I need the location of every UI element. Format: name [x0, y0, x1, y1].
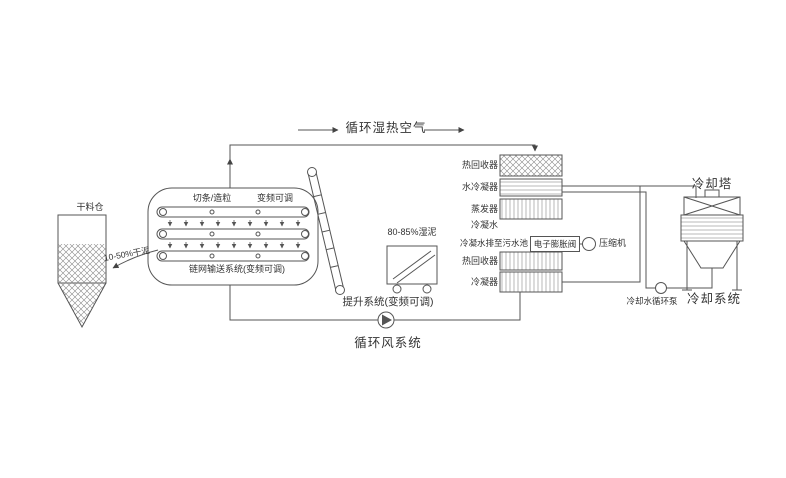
dry-mud-arrow: [112, 249, 159, 269]
lift-conveyor: [307, 167, 345, 295]
heat-pump-stack: [499, 154, 596, 293]
tower-louvers: [680, 214, 744, 242]
conveyor-belt-1: [156, 206, 310, 218]
air-duct-bottom: [229, 285, 521, 329]
condenser-label: 冷凝器: [470, 277, 498, 287]
water-condenser-label: 水冷凝器: [461, 182, 498, 192]
compressor-icon: [582, 237, 596, 251]
silo-label: 干料仓: [76, 202, 104, 212]
dryer-vfd-label: 变频可调: [256, 193, 293, 203]
top-flow-label: 循环湿热空气: [345, 121, 427, 135]
water-condenser-block: [499, 178, 563, 197]
cart-wheel: [422, 284, 432, 294]
pump-icon: [655, 282, 667, 294]
cooling-system-label: 冷却系统: [686, 292, 741, 306]
conveyor-belt-2: [156, 228, 310, 240]
cooling-pump-label: 冷却水循环泵: [626, 296, 678, 306]
condensate-label: 冷凝水: [470, 220, 498, 230]
evaporator-label: 蒸发器: [470, 204, 498, 214]
tower-basin: [683, 240, 741, 269]
cooling-tower-label: 冷却塔: [691, 177, 733, 191]
cart-wheel: [392, 284, 402, 294]
dryer-box: [147, 187, 319, 286]
bottom-flow-label: 循环风系统: [354, 336, 422, 350]
evaporator-block: [499, 198, 563, 220]
wet-mud-label: 80-85%湿泥: [387, 227, 437, 237]
belt-airflow-arrows: [167, 220, 301, 249]
cooling-water-pipes: [562, 185, 713, 294]
heat-recovery-top-label: 热回收器: [461, 160, 498, 170]
lift-system-label: 提升系统(变频可调): [342, 296, 434, 308]
heat-recovery-bottom-label: 热回收器: [461, 256, 498, 266]
condensate-drain-label: 冷凝水排至污水池: [459, 238, 528, 248]
expansion-valve-box: 电子膨胀阀: [530, 236, 580, 252]
condenser-block: [499, 271, 563, 293]
heat-recovery-bottom-block: [499, 251, 563, 271]
air-duct-top: [227, 127, 538, 188]
cooling-tower: [680, 189, 744, 291]
dryer-cutting-label: 切条/造粒: [192, 193, 232, 203]
heat-recovery-top-block: [499, 154, 563, 177]
wet-mud-cart: [386, 245, 438, 294]
compressor-label: 压缩机: [599, 238, 627, 248]
silo: [57, 214, 159, 329]
silo-funnel: [57, 282, 107, 329]
conveyor-belt-3: [156, 250, 310, 262]
dryer-conveyor-label: 链网输送系统(变频可调): [189, 264, 285, 274]
